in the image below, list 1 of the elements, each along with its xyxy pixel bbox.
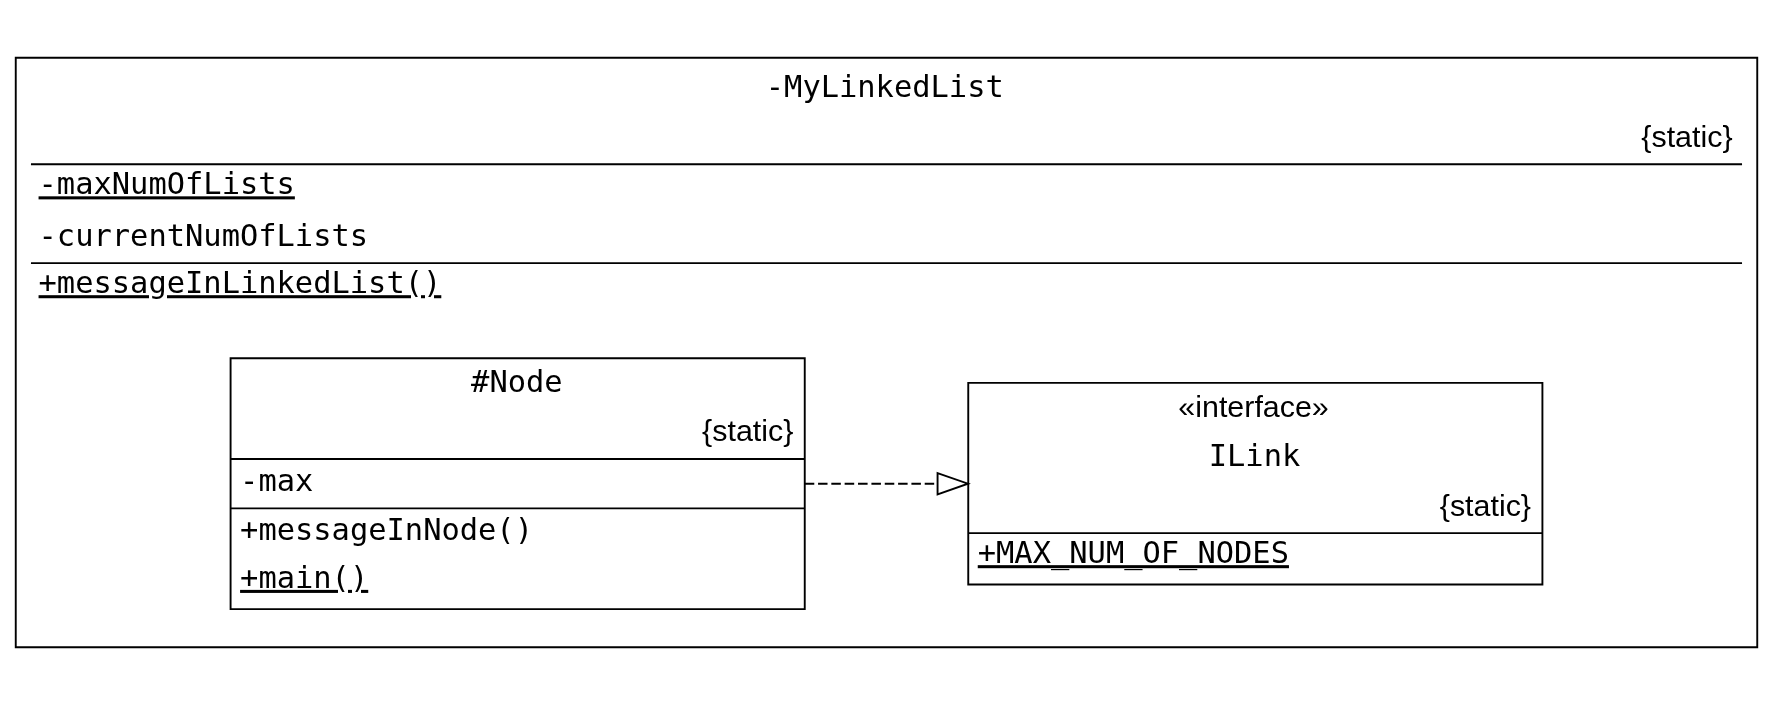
arrow: [803, 471, 971, 496]
